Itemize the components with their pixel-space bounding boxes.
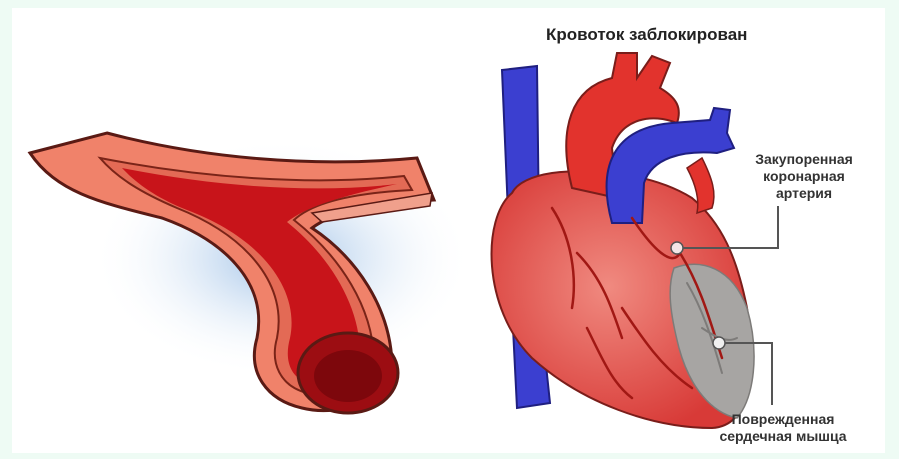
blocked-artery-label-line: коронарная [724, 168, 884, 185]
blocked-artery-label-line: артерия [724, 185, 884, 202]
damaged-muscle-marker [713, 337, 725, 349]
blocked-artery-label-line: Закупоренная [724, 151, 884, 168]
damaged-muscle-label-line: Поврежденная [688, 411, 878, 428]
diagram-title: Кровоток заблокирован [546, 26, 846, 43]
blocked-artery-marker [671, 242, 683, 254]
illustration-art [12, 8, 885, 453]
artery-opening-inner [314, 350, 382, 402]
heart-illustration [492, 53, 778, 428]
artery-illustration [30, 133, 472, 413]
damaged-muscle-label: Поврежденная сердечная мышца [688, 411, 878, 445]
blocked-artery-label: Закупоренная коронарная артерия [724, 151, 884, 202]
illustration: Кровоток заблокирован Закупоренная корон… [12, 8, 885, 453]
damaged-muscle-label-line: сердечная мышца [688, 428, 878, 445]
